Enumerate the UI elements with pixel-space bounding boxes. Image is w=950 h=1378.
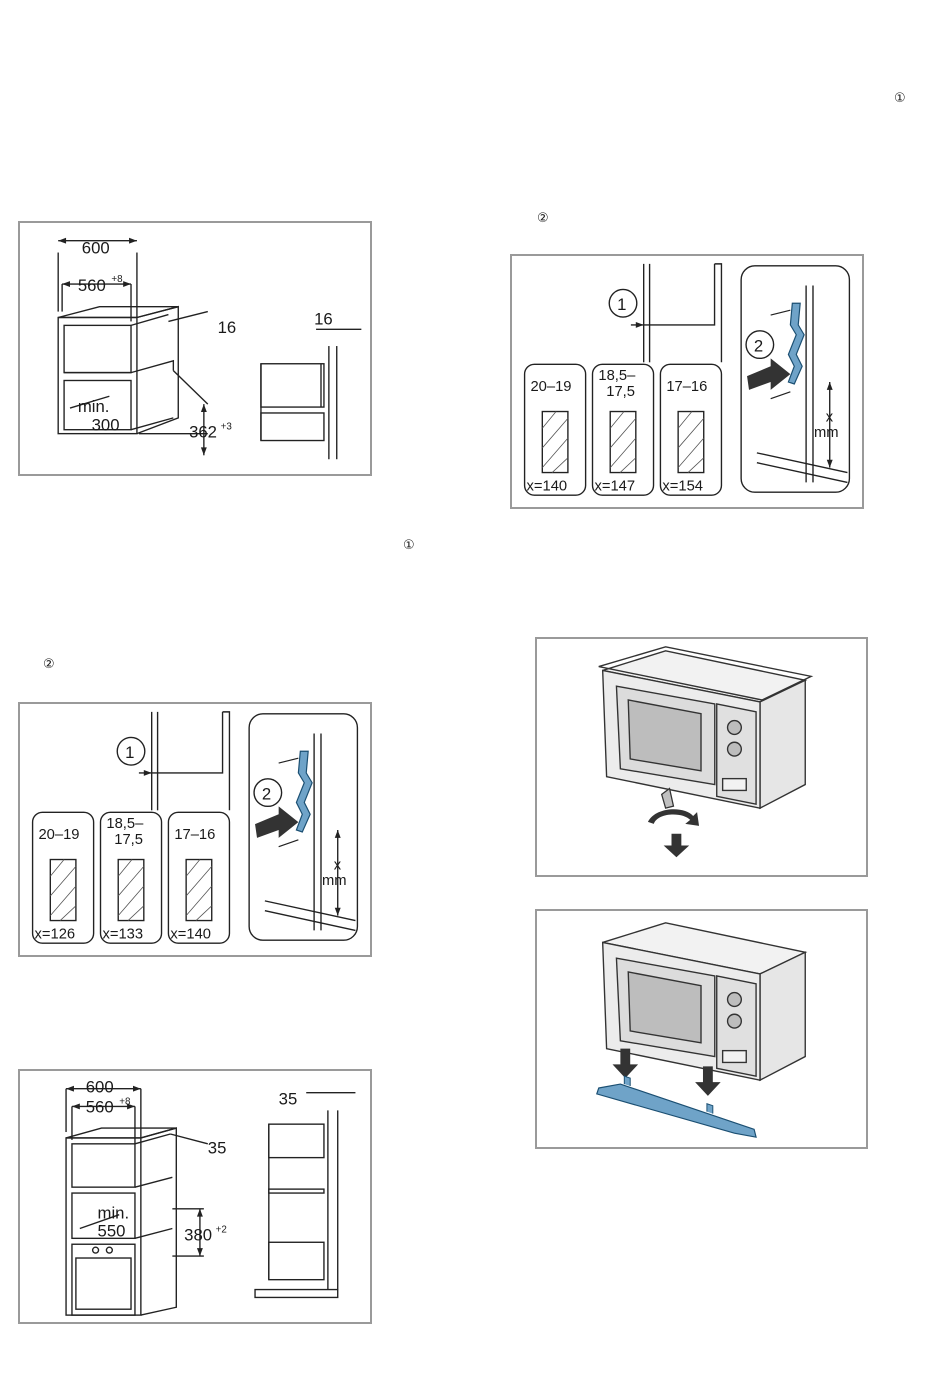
callout-2: 2 bbox=[262, 784, 271, 803]
sample-range-2: 18,5– bbox=[106, 816, 144, 832]
bracket-drawing-wall: 1 2 20–19 18,5– 17,5 17–16 x=140 x=147 x… bbox=[512, 256, 862, 507]
sample-range-1: 20–19 bbox=[38, 827, 79, 843]
dim-width: 600 bbox=[82, 239, 110, 258]
mm-label: mm bbox=[322, 873, 347, 889]
sample-range-1: 20–19 bbox=[530, 379, 571, 395]
step-marker-1-mid: ① bbox=[403, 539, 415, 552]
step-marker-1-top: ① bbox=[894, 92, 906, 105]
step-marker-2-mid: ② bbox=[43, 658, 55, 671]
sample-range-2b: 17,5 bbox=[606, 384, 635, 400]
callout-2: 2 bbox=[754, 336, 763, 355]
figure-microwave-rail bbox=[535, 909, 868, 1149]
sample-range-2b: 17,5 bbox=[114, 832, 143, 848]
x-label: x bbox=[334, 857, 342, 873]
dim-inner-width: 560 bbox=[78, 276, 106, 295]
sample-x-3: x=140 bbox=[170, 926, 211, 942]
microwave-rail-drawing bbox=[537, 911, 866, 1147]
dim-inner-width-tol: +8 bbox=[111, 274, 123, 285]
figure-niche-dimensions-wall: 600 560 +8 16 16 min. 300 362 +3 bbox=[18, 221, 372, 476]
figure-niche-dimensions-tall: 600 560 +8 35 35 min. 550 380 +2 bbox=[18, 1069, 372, 1324]
mm-label: mm bbox=[814, 425, 839, 441]
sample-x-2: x=147 bbox=[594, 478, 635, 494]
dim-inner-width: 560 bbox=[86, 1097, 114, 1116]
dim-depth-min: min. bbox=[98, 1204, 130, 1223]
dim-panel: 35 bbox=[208, 1139, 227, 1158]
dim-height: 380 bbox=[184, 1225, 212, 1244]
sample-x-1: x=126 bbox=[35, 926, 76, 942]
dim-height-tol: +3 bbox=[221, 422, 233, 433]
step-marker-2-top: ② bbox=[537, 212, 549, 225]
dim-height-tol: +2 bbox=[216, 1224, 227, 1235]
sample-range-2: 18,5– bbox=[598, 368, 636, 384]
figure-bracket-tall: 1 2 20–19 18,5– 17,5 17–16 x=126 x=133 x… bbox=[18, 702, 372, 957]
figure-microwave-screw bbox=[535, 637, 868, 877]
x-label: x bbox=[826, 409, 834, 425]
sample-range-3: 17–16 bbox=[666, 379, 707, 395]
dim-width: 600 bbox=[86, 1078, 114, 1097]
dim-depth-min: min. bbox=[78, 397, 110, 416]
niche-drawing-wall: 600 560 +8 16 16 min. 300 362 +3 bbox=[20, 223, 370, 474]
sample-range-3: 17–16 bbox=[174, 827, 215, 843]
sample-x-2: x=133 bbox=[102, 926, 143, 942]
dim-panel: 16 bbox=[218, 318, 237, 337]
sample-x-3: x=154 bbox=[662, 478, 703, 494]
dim-height: 362 bbox=[189, 423, 217, 442]
dim-inner-width-tol: +8 bbox=[119, 1096, 131, 1107]
dim-panel-side: 16 bbox=[314, 309, 333, 328]
dim-panel-side: 35 bbox=[279, 1089, 298, 1108]
microwave-screw-drawing bbox=[537, 639, 866, 875]
callout-1: 1 bbox=[125, 743, 134, 762]
niche-drawing-tall: 600 560 +8 35 35 min. 550 380 +2 bbox=[20, 1071, 370, 1322]
dim-depth-value: 300 bbox=[92, 416, 120, 435]
figure-bracket-wall: 1 2 20–19 18,5– 17,5 17–16 x=140 x=147 x… bbox=[510, 254, 864, 509]
sample-x-1: x=140 bbox=[527, 478, 568, 494]
dim-depth-value: 550 bbox=[98, 1221, 126, 1240]
callout-1: 1 bbox=[617, 295, 626, 314]
bracket-drawing-tall: 1 2 20–19 18,5– 17,5 17–16 x=126 x=133 x… bbox=[20, 704, 370, 955]
